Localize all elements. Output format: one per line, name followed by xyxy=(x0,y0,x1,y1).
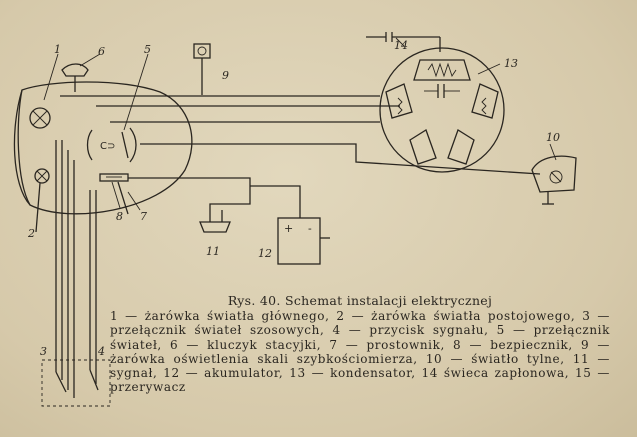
label-leaders xyxy=(43,37,557,211)
caption-title: Rys. 40. Schemat instalacji elektrycznej xyxy=(227,293,493,308)
label-1: 1 xyxy=(54,43,61,56)
parking-bulb-icon xyxy=(34,168,50,184)
label-12: 12 xyxy=(258,247,272,260)
svg-text:C⊃: C⊃ xyxy=(100,141,115,152)
spark-plug-icon xyxy=(366,32,441,52)
label-8: 8 xyxy=(116,210,123,223)
light-switch-icon: C⊃ xyxy=(86,127,137,163)
battery-icon: + - xyxy=(277,217,321,265)
speedometer-lamp-icon xyxy=(193,43,211,95)
label-10: 10 xyxy=(546,131,560,144)
wiring-harness xyxy=(35,95,541,398)
figure-caption: Rys. 40. Schemat instalacji elektrycznej… xyxy=(110,293,610,395)
label-9: 9 xyxy=(222,69,229,82)
label-6: 6 xyxy=(98,45,105,58)
label-14: 14 xyxy=(394,39,408,52)
label-11: 11 xyxy=(206,245,220,258)
magneto-icon xyxy=(379,47,505,173)
ignition-key-icon xyxy=(61,63,89,92)
handlebar-switch-box xyxy=(41,359,111,407)
headlamp-rim xyxy=(17,89,31,206)
label-3: 3 xyxy=(40,345,47,358)
battery-plus-sign: + xyxy=(284,222,293,235)
condenser-icon xyxy=(424,84,460,98)
headlamp-housing xyxy=(13,81,193,215)
fuse-icon xyxy=(99,173,129,182)
label-4: 4 xyxy=(98,345,105,358)
tail-light-icon xyxy=(531,155,577,205)
battery-minus-sign: - xyxy=(308,222,312,235)
label-5: 5 xyxy=(144,43,151,56)
main-bulb-icon xyxy=(29,107,51,129)
label-2: 2 xyxy=(28,227,35,240)
horn-icon xyxy=(199,210,231,233)
label-7: 7 xyxy=(140,210,147,223)
caption-legend: 1 — żarówka światła głównego, 2 — żarówk… xyxy=(110,309,610,395)
label-13: 13 xyxy=(504,57,518,70)
